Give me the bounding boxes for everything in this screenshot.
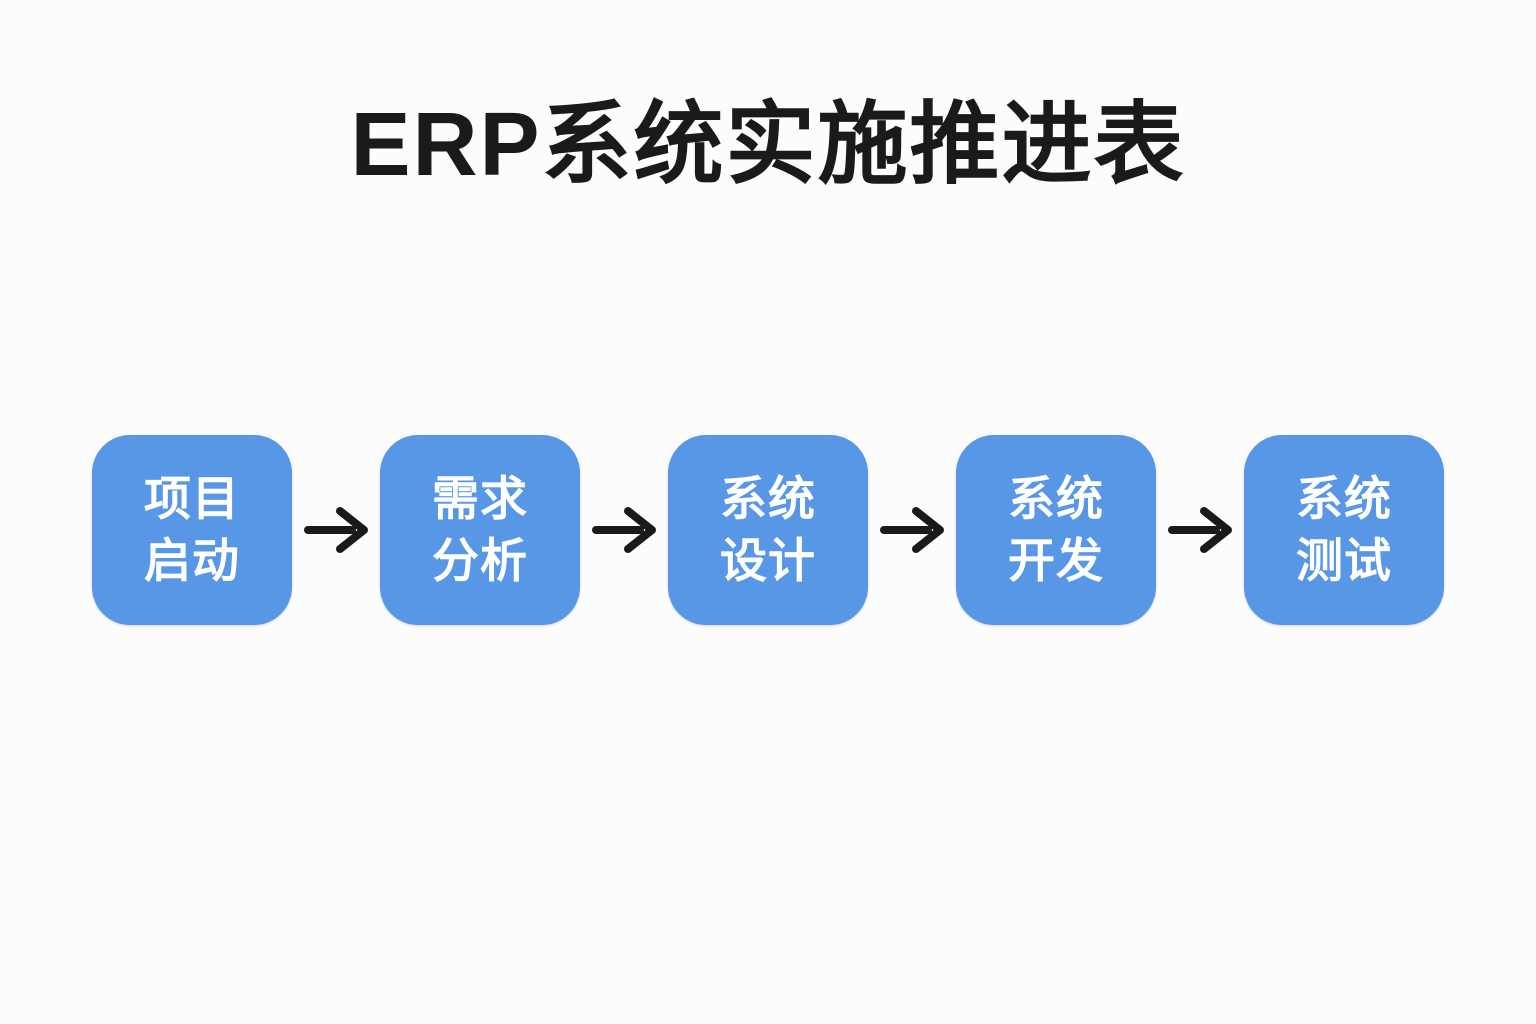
arrow-right-icon — [1156, 506, 1244, 554]
step-label-line: 测试 — [1296, 534, 1392, 587]
flow-step-system-testing: 系统 测试 — [1244, 435, 1444, 625]
arrow-right-icon — [580, 506, 668, 554]
flow-step-requirements-analysis: 需求 分析 — [380, 435, 580, 625]
step-label-line: 项目 — [144, 471, 240, 525]
step-label-line: 系统 — [1008, 471, 1104, 525]
diagram-title: ERP系统实施推进表 — [350, 95, 1186, 195]
step-label-line: 需求 — [432, 471, 528, 525]
step-label-line: 开发 — [1008, 534, 1104, 587]
flow-step-project-kickoff: 项目 启动 — [92, 435, 292, 625]
step-label-line: 分析 — [432, 534, 528, 587]
step-label-line: 系统 — [720, 471, 816, 525]
arrow-right-icon — [868, 506, 956, 554]
flow-step-system-development: 系统 开发 — [956, 435, 1156, 625]
flow-row: 项目 启动 需求 分析 系统 设计 — [0, 435, 1536, 625]
flow-step-system-design: 系统 设计 — [668, 435, 868, 625]
step-label-line: 启动 — [144, 534, 240, 587]
step-label-line: 设计 — [720, 534, 816, 587]
step-label-line: 系统 — [1296, 471, 1392, 525]
arrow-right-icon — [292, 506, 380, 554]
